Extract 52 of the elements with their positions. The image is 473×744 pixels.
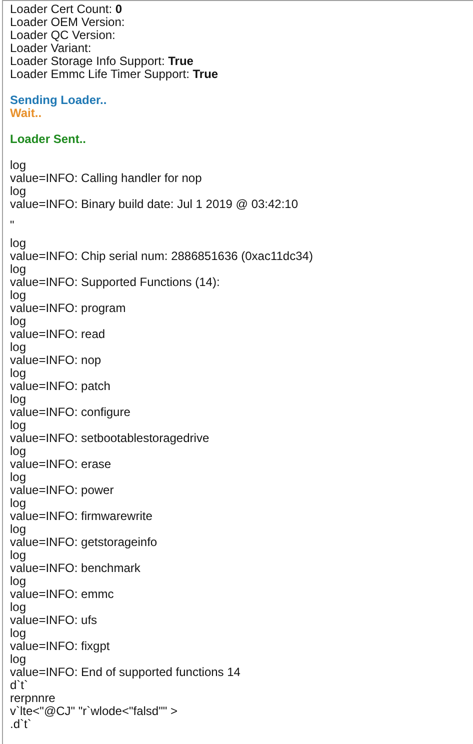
log-line: value=INFO: read: [10, 328, 106, 341]
log-line: value=INFO: Binary build date: Jul 1 2019 @ 03:42:10: [10, 198, 298, 211]
log-line: rerpnnre: [10, 692, 56, 705]
log-line: log: [10, 549, 26, 562]
log-line: value=INFO: program: [10, 302, 126, 315]
log-line: log: [10, 653, 26, 666]
log-line: log: [10, 315, 26, 328]
log-line: log: [10, 601, 26, 614]
log-line: log: [10, 471, 26, 484]
log-line: Wait..: [10, 107, 42, 120]
log-line: log: [10, 393, 26, 406]
log-line: value=INFO: Chip serial num: 2886851636 (0xac11dc34): [10, 250, 313, 263]
log-line: log: [10, 627, 26, 640]
log-line: ": [10, 218, 14, 232]
log-line: log: [10, 289, 26, 302]
log-line: Loader Cert Count: 0: [10, 3, 122, 16]
log-line: log: [10, 185, 26, 198]
log-line: log: [10, 159, 26, 172]
log-line: log: [10, 367, 26, 380]
log-line: log: [10, 237, 26, 250]
log-line: value=INFO: erase: [10, 458, 112, 471]
log-line: log: [10, 419, 26, 432]
log-line: log: [10, 523, 26, 536]
log-line: value=INFO: getstorageinfo: [10, 536, 158, 549]
log-line: Loader Storage Info Support: True: [10, 55, 194, 68]
log-line: d`t`: [10, 679, 28, 692]
log-line: Loader QC Version:: [10, 29, 116, 42]
log-line: log: [10, 263, 26, 276]
log-line: value=INFO: emmc: [10, 588, 114, 601]
log-line: value=INFO: power: [10, 484, 114, 497]
log-line: value=INFO: End of supported functions 14: [10, 666, 240, 679]
log-line: value=INFO: Calling handler for nop: [10, 172, 202, 185]
log-line: log: [10, 341, 26, 354]
log-line: value=INFO: ufs: [10, 614, 98, 627]
log-line: log: [10, 497, 26, 510]
log-line: value=INFO: Supported Functions (14):: [10, 276, 220, 289]
log-line: value=INFO: fixgpt: [10, 640, 110, 653]
log-line: Sending Loader..: [10, 94, 107, 107]
log-line: v`lte<"@CJ" "r`wlode<"falsd"" >: [10, 705, 178, 718]
log-line: Loader Variant:: [10, 42, 92, 55]
log-line: log: [10, 445, 26, 458]
log-line: value=INFO: firmwarewrite: [10, 510, 152, 523]
log-line: value=INFO: benchmark: [10, 562, 140, 575]
log-line: value=INFO: patch: [10, 380, 110, 393]
log-line: log: [10, 575, 26, 588]
log-line: value=INFO: configure: [10, 406, 130, 419]
log-line: value=INFO: nop: [10, 354, 102, 367]
log-line: Loader Sent..: [10, 133, 86, 146]
log-line: .d`t`: [10, 718, 32, 731]
log-line: Loader Emmc Life Timer Support: True: [10, 68, 218, 81]
log-line: Loader OEM Version:: [10, 16, 125, 29]
log-line: value=INFO: setbootablestoragedrive: [10, 432, 210, 445]
